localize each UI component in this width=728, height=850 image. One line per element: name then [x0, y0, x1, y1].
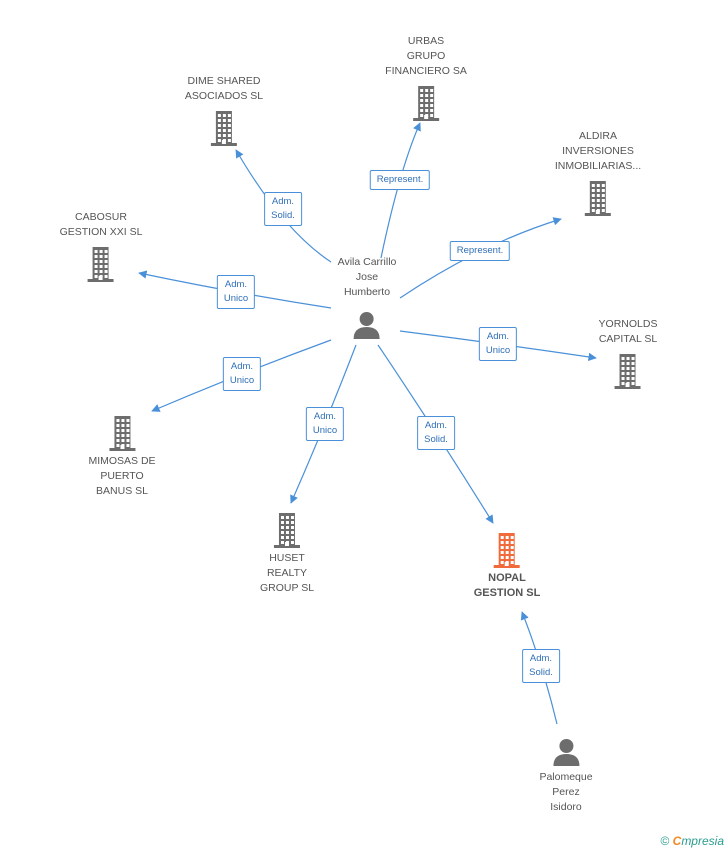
building-icon[interactable] — [60, 246, 143, 282]
node-label-line: CABOSUR — [75, 211, 127, 223]
node-label-line: Humberto — [343, 286, 391, 298]
edge-label-line: Adm. — [486, 331, 510, 342]
node-label[interactable]: MIMOSAS DE PUERTO BANUS SL — [88, 454, 155, 499]
node-label-line: MIMOSAS DE — [88, 455, 156, 467]
node-label-line: INVERSIONES — [562, 145, 634, 157]
building-icon[interactable] — [555, 180, 641, 216]
edge-label-line: Represent. — [456, 245, 504, 256]
node-label-line: Perez — [552, 786, 580, 798]
node-label-line: REALTY — [266, 567, 308, 579]
node-label-line: NOPAL — [488, 572, 526, 584]
brand-name: mpresia — [681, 834, 724, 848]
copyright-symbol: © — [660, 834, 670, 848]
edge-label-center-cabosur[interactable]: Adm. Unico — [216, 275, 256, 309]
node-label[interactable]: DIME SHARED ASOCIADOS SL — [185, 74, 263, 104]
node-label-line: FINANCIERO SA — [385, 65, 467, 77]
edge-label-line: Solid. — [424, 434, 448, 445]
node-label-line: GESTION SL — [473, 587, 541, 599]
node-label[interactable]: NOPAL GESTION SL — [474, 571, 541, 601]
node-label[interactable]: HUSET REALTY GROUP SL — [260, 551, 314, 596]
edge-center-urbas — [380, 122, 421, 259]
node-label-line: BANUS SL — [96, 485, 148, 497]
node-huset[interactable]: HUSET REALTY GROUP SL — [260, 512, 314, 596]
node-label-line: GROUP SL — [259, 582, 315, 594]
node-cabosur[interactable]: CABOSUR GESTION XXI SL — [60, 210, 143, 282]
edge-label-center-dime[interactable]: Adm. Solid. — [264, 192, 302, 226]
edge-label-line: Solid. — [271, 210, 295, 221]
footer-brand: © Cmpresia — [660, 834, 724, 848]
building-icon[interactable] — [185, 110, 263, 146]
edge-label-line: Represent. — [376, 174, 424, 185]
node-dime[interactable]: DIME SHARED ASOCIADOS SL — [185, 74, 263, 146]
node-nopal[interactable]: NOPAL GESTION SL — [474, 532, 541, 601]
node-label-line: ALDIRA — [579, 130, 617, 142]
node-label-line: GRUPO — [406, 50, 446, 62]
edge-label-line: Adm. — [230, 361, 254, 372]
node-label-line: ASOCIADOS SL — [184, 90, 264, 102]
node-label-line: Palomeque — [539, 771, 593, 783]
edge-label-center-huset[interactable]: Adm. Unico — [305, 407, 345, 441]
edge-label-center-urbas[interactable]: Represent. — [369, 170, 431, 190]
building-icon[interactable] — [599, 353, 658, 389]
node-label-line: INMOBILIARIAS... — [554, 160, 642, 172]
node-label-line: Isidoro — [550, 801, 582, 813]
building-icon[interactable] — [474, 532, 541, 568]
edge-label-line: Adm. — [313, 411, 337, 422]
edge-label-center-mimosas[interactable]: Adm. Unico — [222, 357, 262, 391]
edge-label-line: Solid. — [529, 667, 553, 678]
building-icon[interactable] — [88, 415, 155, 451]
node-label-line: Jose — [355, 271, 379, 283]
node-label-line: CAPITAL SL — [598, 333, 658, 345]
node-urbas[interactable]: URBAS GRUPO FINANCIERO SA — [385, 34, 467, 121]
edge-label-palomeque-nopal[interactable]: Adm. Solid. — [522, 649, 560, 683]
node-label[interactable]: URBAS GRUPO FINANCIERO SA — [385, 34, 467, 79]
edge-label-line: Adm. — [424, 420, 448, 431]
edge-label-line: Unico — [485, 345, 511, 356]
node-label[interactable]: ALDIRA INVERSIONES INMOBILIARIAS... — [555, 129, 641, 174]
edge-label-line: Adm. — [224, 279, 248, 290]
node-label-line: YORNOLDS — [598, 318, 658, 330]
person-icon[interactable] — [539, 737, 592, 767]
building-icon[interactable] — [260, 512, 314, 548]
edge-label-line: Adm. — [529, 653, 553, 664]
edge-label-line: Unico — [223, 293, 249, 304]
edge-label-center-yornolds[interactable]: Adm. Unico — [478, 327, 518, 361]
node-label-line: PUERTO — [100, 470, 144, 482]
brand-initial: C — [672, 834, 682, 848]
node-label-line: Avila Carrillo — [337, 256, 397, 268]
building-icon[interactable] — [385, 85, 467, 121]
node-label-line: GESTION XXI SL — [59, 226, 143, 238]
node-aldira[interactable]: ALDIRA INVERSIONES INMOBILIARIAS... — [555, 129, 641, 216]
edge-label-center-nopal[interactable]: Adm. Solid. — [417, 416, 455, 450]
node-label-line: HUSET — [269, 552, 305, 564]
node-yornolds[interactable]: YORNOLDS CAPITAL SL — [599, 317, 658, 389]
person-icon[interactable] — [338, 310, 397, 340]
edge-label-center-aldira[interactable]: Represent. — [449, 241, 511, 261]
node-label[interactable]: CABOSUR GESTION XXI SL — [60, 210, 143, 240]
node-label[interactable]: YORNOLDS CAPITAL SL — [599, 317, 658, 347]
edge-label-line: Unico — [229, 375, 255, 386]
node-mimosas[interactable]: MIMOSAS DE PUERTO BANUS SL — [88, 415, 156, 499]
node-label-line: URBAS — [407, 35, 445, 47]
edge-label-line: Unico — [312, 425, 338, 436]
edge-label-line: Adm. — [271, 196, 295, 207]
node-label-line: DIME SHARED — [187, 75, 261, 87]
